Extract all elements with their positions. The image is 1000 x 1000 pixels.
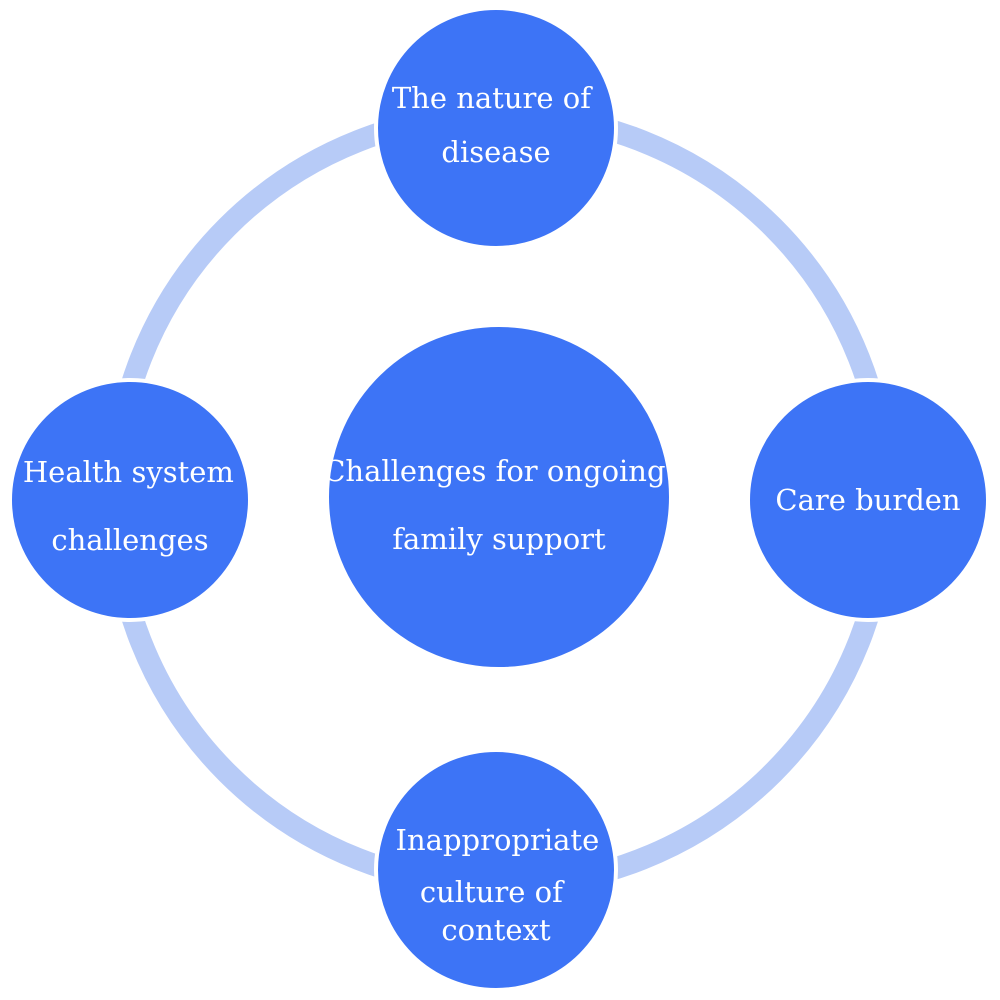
node-inappropriate-culture-line-2: culture of xyxy=(420,875,565,909)
center-node: Challenges for ongoing family support xyxy=(323,323,675,671)
node-health-system-challenges-line-2: challenges xyxy=(51,523,208,557)
center-node-circle xyxy=(325,323,673,671)
node-care-burden-circle xyxy=(746,378,990,622)
node-health-system-challenges-circle xyxy=(8,378,252,622)
node-nature-of-disease-line-1: The nature of xyxy=(392,81,593,115)
node-inappropriate-culture: Inappropriate culture of context xyxy=(374,748,618,992)
node-health-system-challenges-label: Health system challenges xyxy=(23,455,243,557)
node-inappropriate-culture-line-1: Inappropriate xyxy=(396,823,600,857)
node-nature-of-disease-circle xyxy=(374,6,618,250)
node-inappropriate-culture-label: Inappropriate culture of context xyxy=(396,823,609,947)
node-inappropriate-culture-circle xyxy=(374,748,618,992)
node-health-system-challenges-line-1: Health system xyxy=(23,455,234,489)
center-node-line-2: family support xyxy=(392,522,606,556)
node-nature-of-disease-label: The nature of disease xyxy=(392,81,600,169)
node-care-burden-label: Care burden xyxy=(775,483,960,517)
center-node-line-1: Challenges for ongoing xyxy=(323,454,665,488)
node-care-burden-line-1: Care burden xyxy=(775,483,960,517)
node-nature-of-disease-line-2: disease xyxy=(441,135,550,169)
node-inappropriate-culture-line-3: context xyxy=(441,913,551,947)
node-health-system-challenges: Health system challenges xyxy=(8,378,252,622)
node-care-burden: Care burden xyxy=(746,378,990,622)
center-node-label: Challenges for ongoing family support xyxy=(323,454,675,556)
node-nature-of-disease: The nature of disease xyxy=(374,6,618,250)
